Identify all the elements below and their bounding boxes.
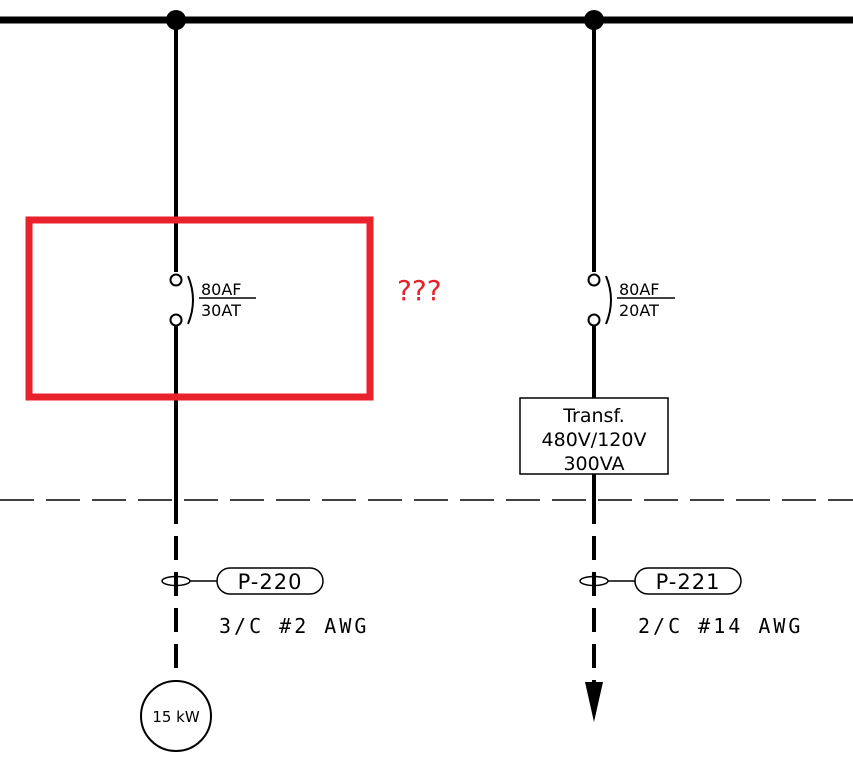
cable-right-description: 2/C #14 AWG [638,614,803,638]
highlight-box [25,216,374,401]
continuation-arrow-icon [585,682,603,722]
question-annotation: ??? [397,274,442,307]
breaker-left-frame: 80AF [201,280,242,299]
breaker-left-trip: 30AT [201,301,241,320]
transformer-line-1: Transf. [562,405,625,427]
cable-left-tag: P-220 [238,570,303,594]
breaker-right-frame: 80AF [619,280,660,299]
cable-left-description: 3/C #2 AWG [219,614,369,638]
transformer-line-2: 480V/120V [542,429,647,451]
load-circle [140,680,212,752]
cable-right-tag: P-221 [656,570,721,594]
transformer-box [519,397,669,475]
breaker-left-symbol [169,273,256,327]
transformer-line-3: 300VA [563,453,624,475]
breaker-right-symbol [587,273,675,327]
breaker-right-trip: 20AT [619,301,659,320]
cable-right-tag-symbol [579,567,742,595]
load-label: 15 kW [152,708,200,726]
cable-left-tag-symbol [161,567,324,595]
